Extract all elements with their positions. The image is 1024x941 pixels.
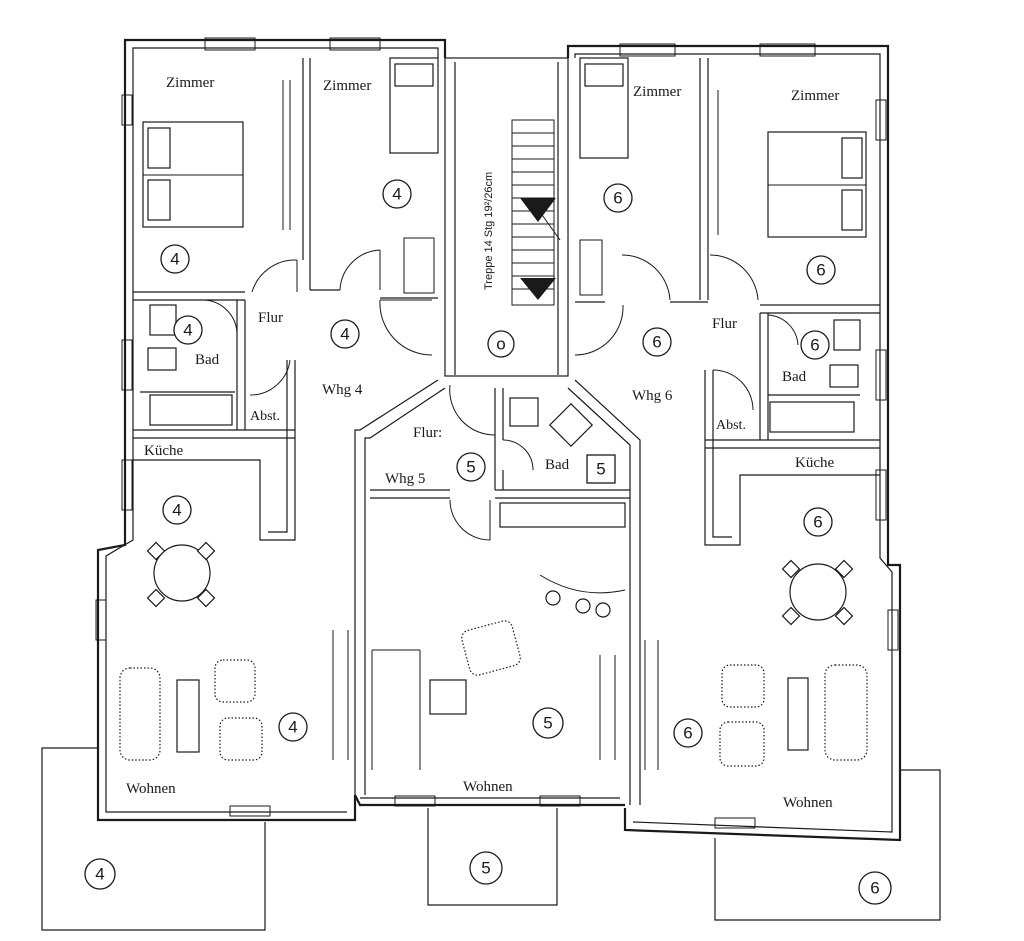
marker-6: 6: [806, 255, 836, 285]
living-left: [119, 541, 349, 761]
outer-walls: [96, 38, 902, 842]
room-label-bad: Bad: [782, 369, 807, 385]
apartment-label: Whg 5: [385, 471, 425, 487]
room-label-flur: Flur: [258, 310, 283, 326]
svg-text:5: 5: [481, 859, 490, 878]
room-label-zimmer: Zimmer: [323, 78, 371, 94]
doors: [204, 249, 799, 541]
svg-text:o: o: [496, 335, 505, 354]
marker-4: 4: [330, 319, 360, 349]
svg-text:5: 5: [466, 458, 475, 477]
svg-text:6: 6: [613, 189, 622, 208]
interior-walls-right: [567, 58, 880, 805]
stair-label: Treppe 14 Stg 19²/26cm: [483, 172, 495, 290]
svg-text:4: 4: [340, 325, 349, 344]
marker-5: 5: [456, 452, 486, 482]
room-label-wohnen: Wohnen: [783, 795, 833, 811]
marker-4: 4: [162, 495, 192, 525]
marker-6: 6: [858, 871, 892, 905]
apartment-markers: 4 4 4 4 4 4 4 o 5 5 5 5 6 6 6 6 6 6 6: [84, 179, 892, 905]
svg-text:6: 6: [652, 333, 661, 352]
marker-6: 6: [800, 330, 830, 360]
svg-text:4: 4: [392, 185, 401, 204]
room-label-kueche: Küche: [144, 443, 183, 459]
stair-arrow-icon: [520, 198, 556, 222]
marker-0: o: [487, 330, 515, 358]
room-label-abst: Abst.: [250, 409, 280, 424]
room-label-zimmer: Zimmer: [166, 75, 214, 91]
room-label-wohnen: Wohnen: [126, 781, 176, 797]
apartment-label: Whg 6: [632, 388, 673, 404]
living-middle: [371, 574, 659, 770]
room-label-flur: Flur:: [413, 425, 442, 441]
beds: [142, 57, 867, 296]
svg-text:4: 4: [183, 321, 192, 340]
room-label-zimmer: Zimmer: [791, 88, 839, 104]
svg-text:4: 4: [172, 501, 181, 520]
stairs: [511, 119, 561, 306]
interior-walls-middle: [370, 388, 630, 528]
svg-text:5: 5: [543, 714, 552, 733]
svg-text:4: 4: [288, 718, 297, 737]
windows: [95, 37, 899, 829]
stair-arrow-icon: [520, 278, 556, 300]
marker-6: 6: [803, 507, 833, 537]
marker-6: 6: [603, 183, 633, 213]
svg-text:4: 4: [95, 865, 104, 884]
bath-fixtures: [147, 304, 861, 448]
marker-6: 6: [642, 327, 672, 357]
room-label-kueche: Küche: [795, 455, 834, 471]
marker-4: 4: [84, 858, 116, 890]
svg-text:6: 6: [816, 261, 825, 280]
svg-text:6: 6: [813, 513, 822, 532]
marker-5: 5: [586, 454, 616, 484]
room-label-zimmer: Zimmer: [633, 84, 681, 100]
balconies: [41, 747, 941, 931]
marker-4: 4: [382, 179, 412, 209]
room-labels: Zimmer Zimmer Zimmer Zimmer Flur Flur Fl…: [126, 75, 839, 811]
apartment-label: Whg 4: [322, 382, 363, 398]
living-right: [719, 559, 868, 767]
room-label-wohnen: Wohnen: [463, 779, 513, 795]
marker-5: 5: [469, 851, 503, 885]
interior-walls-left: [133, 58, 446, 795]
svg-text:6: 6: [810, 336, 819, 355]
marker-5: 5: [532, 707, 564, 739]
marker-4: 4: [278, 712, 308, 742]
svg-text:5: 5: [596, 460, 605, 479]
svg-text:6: 6: [870, 879, 879, 898]
marker-4: 4: [160, 244, 190, 274]
room-label-bad: Bad: [195, 352, 220, 368]
marker-6: 6: [673, 718, 703, 748]
svg-text:4: 4: [170, 250, 179, 269]
svg-text:6: 6: [683, 724, 692, 743]
room-label-flur: Flur: [712, 316, 737, 332]
room-label-bad: Bad: [545, 457, 570, 473]
marker-4: 4: [173, 315, 203, 345]
room-label-abst: Abst.: [716, 418, 746, 433]
